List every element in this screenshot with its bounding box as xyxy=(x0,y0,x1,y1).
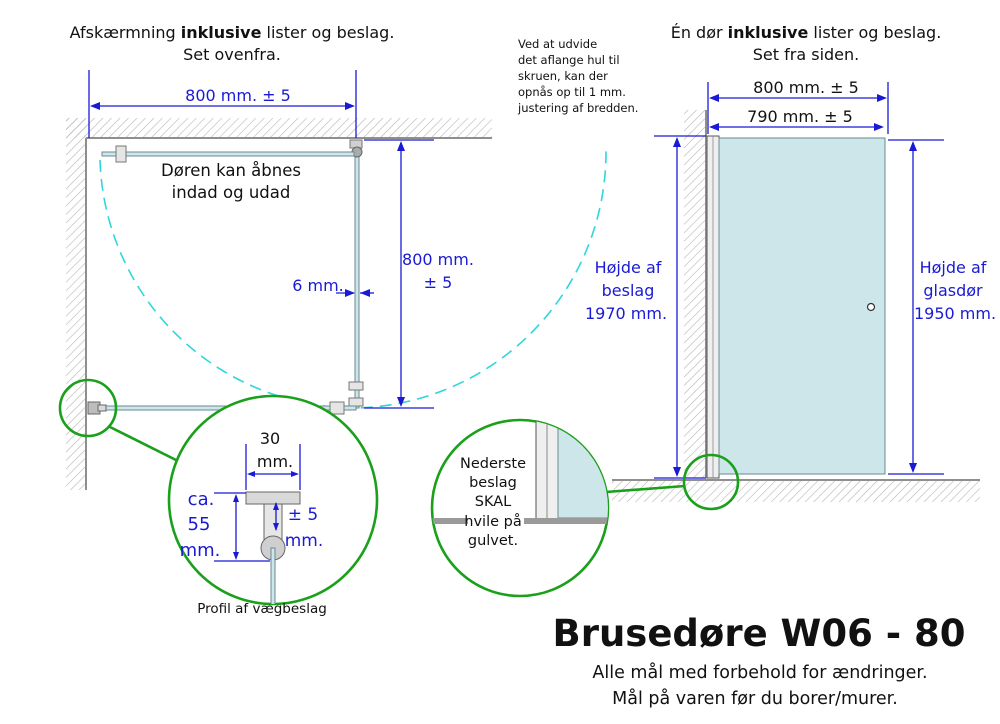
arrow-head xyxy=(877,94,887,102)
arrow-head xyxy=(291,471,299,477)
arrow-head xyxy=(233,552,239,560)
floor-note-line: gulvet. xyxy=(468,533,518,549)
door-open-position xyxy=(101,151,355,157)
top-wall-hatch xyxy=(66,118,492,138)
floor-marker-circle xyxy=(682,453,740,511)
fitting-height-label-1: Højde af xyxy=(595,258,662,277)
arrow-head xyxy=(874,123,884,131)
door-clamp xyxy=(115,145,127,163)
door-clamp xyxy=(329,401,345,415)
arrow-head xyxy=(709,94,719,102)
profile-width-label-1: 30 xyxy=(260,429,280,448)
arrow-head xyxy=(709,123,719,131)
fitting-height-label-3: 1970 mm. xyxy=(585,304,667,323)
note-line: Ved at udvide xyxy=(518,37,597,51)
arrow-head xyxy=(273,523,279,531)
arrow-head xyxy=(90,102,100,110)
product-title: Brusedøre W06 - 80 xyxy=(553,612,966,655)
side-view: 800 mm. ± 5 790 mm. ± 5 Højde af beslag … xyxy=(585,78,996,502)
note-line: opnås op til 1 mm. xyxy=(518,85,626,99)
floor-note-line: beslag xyxy=(469,475,517,491)
profile-height-label-2: 55 xyxy=(188,514,211,535)
note-line: skruen, kan der xyxy=(518,69,608,83)
floor-hatch xyxy=(612,480,980,502)
door-open-text-line1: Døren kan åbnes xyxy=(161,161,301,180)
detail-marker-circle xyxy=(58,378,118,438)
panel-clamp xyxy=(348,397,364,407)
arrow-head xyxy=(360,289,370,297)
floor-detail: Nederste beslag SKAL hvile på gulvet. xyxy=(430,418,740,598)
profile-width-label-2: mm. xyxy=(257,452,293,471)
arrow-head xyxy=(345,102,355,110)
arrow-head xyxy=(909,463,917,473)
door-open-text-line2: indad og udad xyxy=(172,183,291,202)
arrow-head xyxy=(247,471,255,477)
right-heading-line2: Set fra siden. xyxy=(753,45,859,64)
disclaimer-line2: Mål på varen før du borer/murer. xyxy=(612,688,898,709)
tolerance-label-1: ± 5 xyxy=(288,505,318,525)
left-wall-hatch xyxy=(66,118,86,490)
floor-leader-line xyxy=(605,484,686,494)
wall-fitting-cap xyxy=(97,404,107,412)
tolerance-label-2: mm. xyxy=(285,531,324,551)
profile-base xyxy=(245,491,301,505)
right-heading-line1: Én dør inklusive lister og beslag. xyxy=(671,23,942,42)
floor-note-line: hvile på xyxy=(464,513,521,530)
floor-note-line: SKAL xyxy=(475,494,511,510)
top-view: 800 mm. ± 5 800 mm. ± 5 6 mm. Døren kan … xyxy=(66,70,607,490)
profile-caption: Profil af vægbeslag xyxy=(197,601,327,617)
profile-height-label-3: mm. xyxy=(180,540,221,561)
inner-width-label: 790 mm. ± 5 xyxy=(747,107,853,126)
side-door-glass xyxy=(718,137,886,475)
arrow-head xyxy=(673,467,681,477)
note-line: justering af bredden. xyxy=(517,101,638,115)
text-backdrop xyxy=(468,508,524,532)
profile-height-label-1: ca. xyxy=(188,489,215,510)
glass-height-label-1: Højde af xyxy=(920,258,987,277)
glass-height-label-3: 1950 mm. xyxy=(914,304,996,323)
depth-label-line2: ± 5 xyxy=(424,273,453,292)
arrow-head xyxy=(673,137,681,147)
glass-height-label-2: glasdør xyxy=(923,281,983,300)
disclaimer-line1: Alle mål med forbehold for ændringer. xyxy=(592,662,927,683)
profile-detail: 30 mm. ca. 55 mm. ± 5 mm. Profil af vægb… xyxy=(58,378,379,617)
left-heading-line1: Afskærmning inklusive lister og beslag. xyxy=(70,23,395,42)
outer-width-label: 800 mm. ± 5 xyxy=(753,78,859,97)
door-knob xyxy=(866,302,876,312)
fitting-height-label-2: beslag xyxy=(602,281,655,300)
panel-clamp xyxy=(348,381,364,391)
floor-note-line: Nederste xyxy=(460,456,526,472)
profile-glass xyxy=(270,547,276,604)
arrow-head xyxy=(345,289,355,297)
side-glass-panel xyxy=(354,147,360,409)
arrow-head xyxy=(397,141,405,151)
left-heading-line2: Set ovenfra. xyxy=(183,45,281,64)
detail-leader-line xyxy=(107,424,181,464)
arrow-head xyxy=(909,141,917,151)
glass-thickness-label: 6 mm. xyxy=(292,276,344,295)
side-wall-hatch xyxy=(684,110,706,478)
note-line: det aflange hul til xyxy=(518,53,620,67)
arrow-head xyxy=(273,502,279,510)
adjustment-note: Ved at udvide det aflange hul til skruen… xyxy=(517,37,638,115)
arrow-head xyxy=(233,494,239,502)
arrow-head xyxy=(397,397,405,407)
depth-label-line1: 800 mm. xyxy=(402,250,474,269)
top-width-label: 800 mm. ± 5 xyxy=(185,86,291,105)
